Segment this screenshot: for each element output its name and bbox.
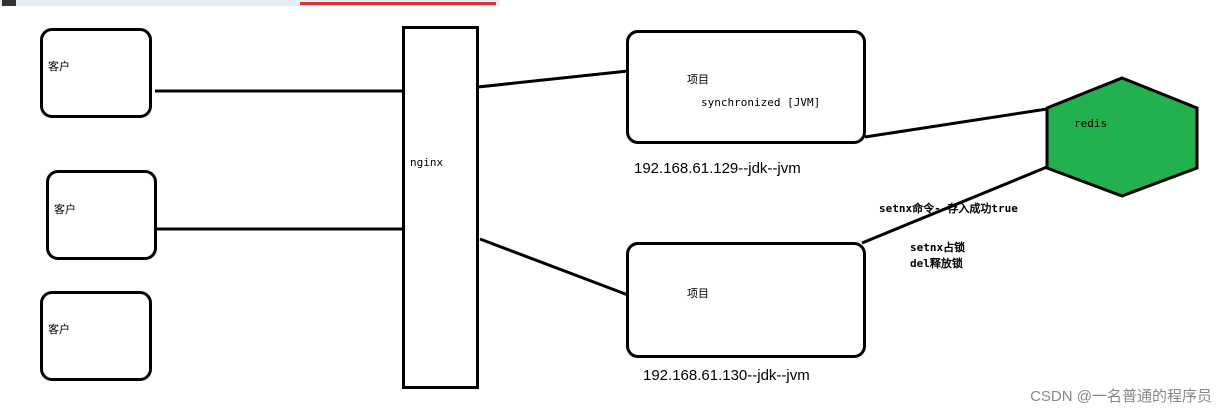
client-box-3: 客户 [40, 291, 152, 381]
client-label: 客户 [54, 203, 76, 216]
line-project-top-redis [864, 107, 1048, 139]
top-toolbar-strip [0, 0, 500, 6]
redis-hexagon [1045, 76, 1199, 198]
line-project-bottom-redis [861, 165, 1048, 245]
nginx-label: nginx [410, 156, 444, 169]
nginx-box: nginx [402, 26, 479, 389]
client-label: 客户 [48, 323, 70, 336]
project-title: 项目 [687, 287, 709, 300]
setnx-lock-note: setnx占锁 [910, 241, 966, 254]
project-bottom-ip: 192.168.61.130--jdk--jvm [643, 367, 810, 384]
line-nginx-project-bottom [479, 237, 629, 297]
toolbar-mark [2, 0, 16, 6]
project-title: 项目 [687, 73, 709, 86]
client-box-1: 客户 [40, 28, 152, 118]
client-box-2: 客户 [46, 170, 157, 260]
project-box-bottom: 项目 [626, 242, 866, 358]
watermark: CSDN @一名普通的程序员 [1030, 388, 1212, 405]
project-top-ip: 192.168.61.129--jdk--jvm [634, 160, 801, 177]
del-unlock-note: del释放锁 [910, 257, 963, 270]
project-subtitle: synchronized [JVM] [701, 96, 821, 109]
project-box-top: 项目 synchronized [JVM] [626, 30, 866, 144]
line-nginx-project-top [477, 69, 629, 89]
redis-label: redis [1074, 117, 1108, 130]
highlight-mark [300, 2, 496, 5]
client-label: 客户 [48, 60, 70, 73]
setnx-command-note: setnx命令--存入成功true [879, 202, 1018, 215]
